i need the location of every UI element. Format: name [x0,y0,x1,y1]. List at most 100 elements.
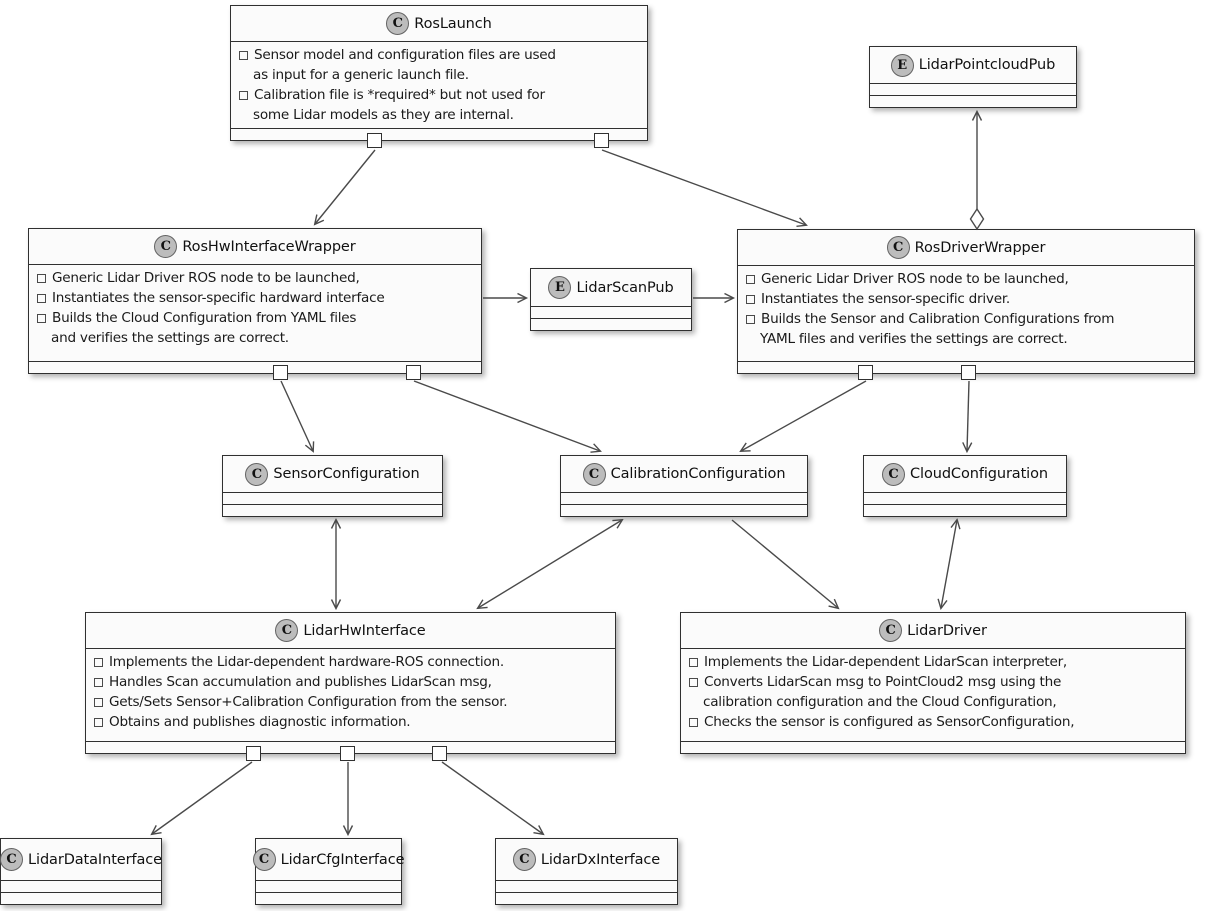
node-members-compartment: Implements the Lidar-dependent hardware-… [86,649,615,741]
member-line: Generic Lidar Driver ROS node to be laun… [36,268,475,288]
member-text: Builds the Cloud Configuration from YAML… [52,310,357,326]
empty-compartment [496,892,677,904]
member-line: as input for a generic launch file. [238,65,641,85]
node-name: LidarPointcloudPub [918,57,1056,73]
class-badge-icon: C [886,236,910,259]
port-square-ros-hw-interface-wrapper [273,365,288,380]
field-square-icon [239,91,248,100]
node-name: CalibrationConfiguration [610,466,786,482]
empty-compartment [738,361,1194,373]
node-name: LidarDxInterface [540,851,661,868]
member-line: Builds the Sensor and Calibration Config… [745,309,1188,329]
member-text: Generic Lidar Driver ROS node to be laun… [761,271,1069,287]
field-square-icon [94,718,103,727]
class-badge-icon: C [879,619,903,642]
port-square-lidar-hw-interface [246,746,261,761]
field-square-icon [689,678,698,687]
node-name: RosDriverWrapper [914,239,1046,256]
field-square-icon [239,51,248,60]
class-badge-icon: C [582,462,606,486]
port-square-lidar-hw-interface [432,746,447,761]
class-badge-icon: C [154,235,178,258]
node-name: LidarDriver [907,622,987,639]
field-square-icon [746,315,755,324]
node-name: RosHwInterfaceWrapper [182,238,356,255]
empty-compartment [1,892,161,904]
member-line: Generic Lidar Driver ROS node to be laun… [745,269,1188,289]
member-text: Implements the Lidar-dependent LidarScan… [704,654,1067,670]
member-line: Builds the Cloud Configuration from YAML… [36,308,475,328]
node-name: RosLaunch [414,15,492,32]
member-text: Generic Lidar Driver ROS node to be laun… [52,270,360,286]
port-square-ros-driver-wrapper [858,365,873,380]
member-line: Implements the Lidar-dependent LidarScan… [688,652,1179,672]
class-badge-icon: C [275,619,299,642]
empty-compartment [531,318,691,330]
member-line: and verifies the settings are correct. [36,328,475,348]
empty-compartment [561,504,807,516]
member-line: Calibration file is *required* but not u… [238,85,641,105]
field-square-icon [94,698,103,707]
field-square-icon [37,294,46,303]
member-text: as input for a generic launch file. [253,67,469,83]
member-text: Handles Scan accumulation and publishes … [109,674,492,690]
member-text: Builds the Sensor and Calibration Config… [761,311,1115,327]
member-line: Obtains and publishes diagnostic informa… [93,712,609,732]
member-text: Checks the sensor is configured as Senso… [704,714,1075,730]
class-badge-icon: C [252,848,276,871]
field-square-icon [94,658,103,667]
class-badge-icon: C [0,848,24,871]
member-text: Instantiates the sensor-specific driver. [761,291,1010,307]
empty-compartment [29,361,481,373]
member-line: Instantiates the sensor-specific driver. [745,289,1188,309]
member-line: Sensor model and configuration files are… [238,45,641,65]
node-members-compartment: Sensor model and configuration files are… [231,42,647,128]
member-text: Instantiates the sensor-specific hardwar… [52,290,385,306]
class-badge-icon: C [386,12,410,35]
member-line: YAML files and verifies the settings are… [745,329,1188,349]
port-square-ros-hw-interface-wrapper [406,365,421,380]
member-line: Instantiates the sensor-specific hardwar… [36,288,475,308]
class-badge-icon: C [245,462,269,486]
member-text: Obtains and publishes diagnostic informa… [109,714,411,730]
empty-compartment [223,504,442,516]
member-line: some Lidar models as they are internal. [238,105,641,125]
empty-compartment [231,128,647,140]
member-text: Converts LidarScan msg to PointCloud2 ms… [704,674,1062,690]
empty-compartment [870,95,1076,107]
member-text: Gets/Sets Sensor+Calibration Configurati… [109,694,508,710]
node-members-compartment: Implements the Lidar-dependent LidarScan… [681,649,1185,741]
member-line: Converts LidarScan msg to PointCloud2 ms… [688,672,1179,692]
node-name: LidarCfgInterface [280,851,405,868]
class-badge-icon: C [882,462,906,486]
empty-compartment [256,892,401,904]
member-text: some Lidar models as they are internal. [253,107,514,123]
field-square-icon [689,658,698,667]
member-line: Checks the sensor is configured as Senso… [688,712,1179,732]
member-line: calibration configuration and the Cloud … [688,692,1179,712]
empty-compartment [86,741,615,753]
field-square-icon [689,718,698,727]
member-text: Implements the Lidar-dependent hardware-… [109,654,504,670]
